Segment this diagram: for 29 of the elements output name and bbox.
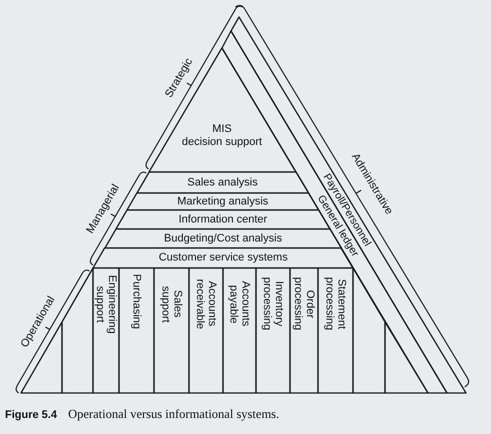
band-label: Information center — [178, 213, 268, 226]
system-column — [93, 268, 119, 393]
column-label: Accounts payable — [228, 280, 252, 329]
system-column — [154, 268, 189, 393]
column-label: Statement processing — [324, 276, 348, 333]
column-label: Order processing — [292, 276, 316, 333]
system-column — [290, 268, 318, 393]
column-label: Sales support — [160, 284, 184, 325]
system-column — [256, 268, 290, 393]
system-column — [223, 268, 256, 393]
column-label: Inventory processing — [261, 276, 285, 333]
blank-column — [62, 268, 93, 393]
blank-section — [385, 322, 428, 393]
band-label: decision support — [182, 136, 262, 149]
system-column — [189, 268, 223, 393]
band-label: Budgeting/Cost analysis — [164, 232, 282, 245]
band-label: Marketing analysis — [177, 195, 268, 208]
band-label: Customer service systems — [158, 252, 288, 264]
apex-triangle — [149, 48, 296, 172]
column-label: Accounts receivable — [194, 278, 218, 332]
column-label: Purchasing — [130, 274, 142, 330]
column-label: Engineering support — [94, 274, 118, 334]
band-label: MIS — [212, 123, 232, 136]
blank-column — [353, 268, 385, 393]
band-label: Sales analysis — [187, 176, 258, 189]
layer-band — [127, 193, 319, 210]
system-column — [318, 268, 353, 393]
figure-caption: Figure 5.4 Operational versus informational systems. — [5, 406, 280, 423]
system-column — [119, 268, 154, 393]
